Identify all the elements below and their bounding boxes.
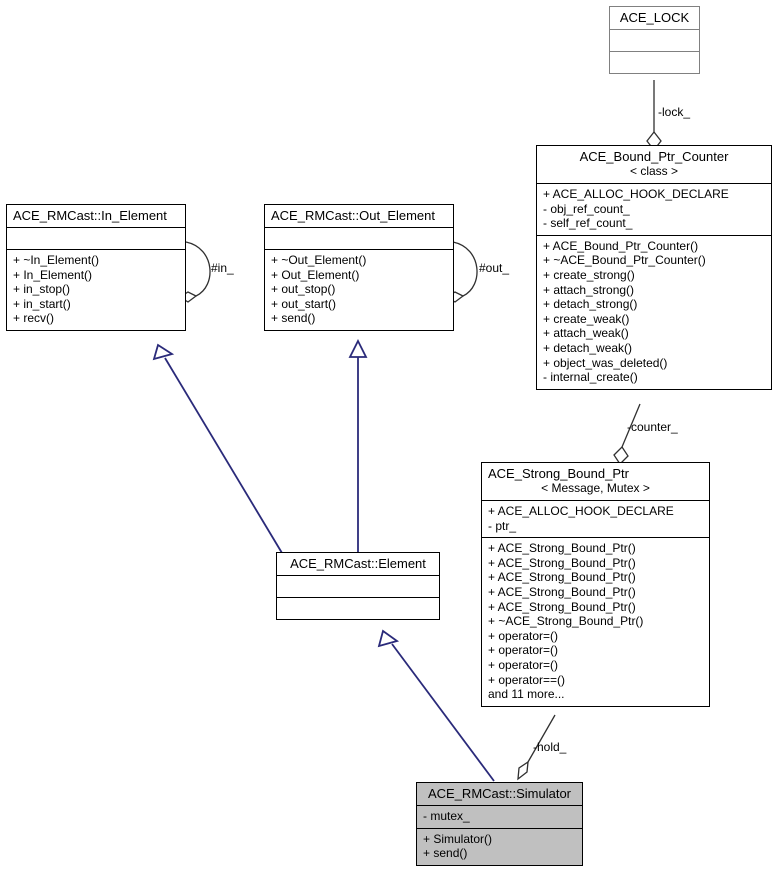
empty-operations [283, 601, 433, 615]
class-operation: + ~In_Element() [13, 253, 100, 267]
edge-label-lock: -lock_ [658, 105, 691, 119]
class-operation: + ACE_Strong_Bound_Ptr() [488, 584, 636, 599]
class-attributes-compartment: - mutex_ [417, 805, 582, 828]
class-attribute: - self_ref_count_ [543, 216, 633, 231]
class-operation: + in_stop() [13, 282, 71, 297]
class-operation: - internal_create() [543, 370, 638, 385]
edge-counter [613, 403, 641, 466]
class-operation-more: and 11 more... [488, 687, 565, 702]
class-title-compartment: ACE_Strong_Bound_Ptr < Message, Mutex > [482, 463, 709, 500]
class-node-ace-strong-bound-ptr[interactable]: ACE_Strong_Bound_Ptr < Message, Mutex > … [481, 462, 710, 707]
class-operation: + operator=() [488, 628, 559, 643]
class-title: ACE_LOCK [619, 10, 690, 25]
class-operation: + Simulator() [423, 831, 493, 846]
class-title-compartment: ACE_LOCK [610, 7, 699, 29]
class-operation: + out_stop() [271, 282, 336, 297]
class-title-compartment: ACE_RMCast::Simulator [417, 783, 582, 805]
class-operation: + ACE_Strong_Bound_Ptr() [488, 541, 636, 556]
class-node-element[interactable]: ACE_RMCast::Element [276, 552, 440, 620]
class-title-compartment: ACE_RMCast::Out_Element [265, 205, 453, 227]
edge-inherit-element-out-element [348, 338, 368, 553]
class-operations-compartment: + ~In_Element() + In_Element() + in_stop… [7, 249, 185, 330]
empty-attributes [13, 231, 179, 245]
class-operation: + create_strong() [543, 267, 635, 282]
class-operations-compartment: + ACE_Strong_Bound_Ptr() + ACE_Strong_Bo… [482, 537, 709, 706]
class-title: ACE_RMCast::Out_Element [271, 208, 436, 223]
class-operation: + operator=() [488, 643, 559, 658]
class-operations-compartment [277, 597, 439, 619]
class-operations-compartment: + ACE_Bound_Ptr_Counter() + ~ACE_Bound_P… [537, 234, 771, 389]
class-operation: + in_start() [13, 296, 71, 311]
edge-inherit-simulator-element [377, 629, 495, 782]
class-node-ace-bound-ptr-counter[interactable]: ACE_Bound_Ptr_Counter < class > + ACE_AL… [536, 145, 772, 390]
class-operation: + detach_weak() [543, 340, 633, 355]
edge-label-in: #in_ [211, 261, 234, 275]
class-operation: + attach_weak() [543, 326, 629, 341]
class-title: ACE_Strong_Bound_Ptr [488, 466, 629, 481]
class-attributes-compartment [7, 227, 185, 249]
class-attributes-compartment: + ACE_ALLOC_HOOK_DECLARE - ptr_ [482, 500, 709, 537]
class-template-params: < Message, Mutex > [541, 481, 650, 495]
class-operations-compartment [610, 51, 699, 73]
class-operations-compartment: + ~Out_Element() + Out_Element() + out_s… [265, 249, 453, 330]
class-operation: + ACE_Bound_Ptr_Counter() [543, 238, 699, 253]
class-title-compartment: ACE_Bound_Ptr_Counter < class > [537, 146, 771, 183]
empty-attributes [616, 33, 693, 47]
class-attributes-compartment [265, 227, 453, 249]
class-operation: + send() [423, 846, 468, 861]
edge-label-hold: -hold_ [533, 740, 567, 754]
class-operation: + ~ACE_Bound_Ptr_Counter() [543, 253, 706, 268]
class-node-ace-lock[interactable]: ACE_LOCK [609, 6, 700, 74]
class-operation: + ACE_Strong_Bound_Ptr() [488, 570, 636, 585]
class-operation: + recv() [13, 311, 55, 326]
class-attributes-compartment [610, 29, 699, 51]
class-operation: + operator=() [488, 657, 559, 672]
class-operation: + object_was_deleted() [543, 355, 668, 370]
class-title: ACE_RMCast::Simulator [427, 786, 572, 801]
class-attribute: + ACE_ALLOC_HOOK_DECLARE [543, 187, 729, 201]
class-attribute: - obj_ref_count_ [543, 201, 630, 216]
empty-attributes [271, 231, 447, 245]
class-operation: + create_weak() [543, 311, 630, 326]
class-node-simulator[interactable]: ACE_RMCast::Simulator - mutex_ + Simulat… [416, 782, 583, 866]
class-title: ACE_Bound_Ptr_Counter [579, 149, 729, 164]
class-operation: + detach_strong() [543, 297, 638, 312]
class-title-compartment: ACE_RMCast::Element [277, 553, 439, 575]
class-operation: + ACE_Strong_Bound_Ptr() [488, 599, 636, 614]
empty-operations [616, 55, 693, 69]
empty-attributes [283, 579, 433, 593]
class-operations-compartment: + Simulator() + send() [417, 827, 582, 865]
edge-label-counter: -counter_ [627, 420, 678, 434]
class-operation: + out_start() [271, 296, 337, 311]
class-title: ACE_RMCast::Element [290, 556, 426, 571]
class-title: ACE_RMCast::In_Element [13, 208, 167, 223]
class-attributes-compartment: + ACE_ALLOC_HOOK_DECLARE - obj_ref_count… [537, 183, 771, 235]
class-node-in-element[interactable]: ACE_RMCast::In_Element + ~In_Element() +… [6, 204, 186, 331]
class-operation: + Out_Element() [271, 267, 360, 282]
class-attribute: - ptr_ [488, 518, 517, 533]
class-attributes-compartment [277, 575, 439, 597]
class-operation: + send() [271, 311, 316, 326]
class-template-params: < class > [629, 164, 679, 178]
class-operation: + ~ACE_Strong_Bound_Ptr() [488, 614, 644, 629]
class-operation: + operator==() [488, 672, 566, 687]
class-operation: + attach_strong() [543, 282, 635, 297]
class-operation: + ACE_Strong_Bound_Ptr() [488, 555, 636, 570]
class-attribute: + ACE_ALLOC_HOOK_DECLARE [488, 504, 674, 518]
class-title-compartment: ACE_RMCast::In_Element [7, 205, 185, 227]
edge-label-out: #out_ [479, 261, 510, 275]
class-operation: + In_Element() [13, 267, 93, 282]
class-operation: + ~Out_Element() [271, 253, 367, 267]
edge-inherit-element-in-element [152, 343, 283, 554]
class-node-out-element[interactable]: ACE_RMCast::Out_Element + ~Out_Element()… [264, 204, 454, 331]
class-attribute: - mutex_ [423, 809, 470, 823]
